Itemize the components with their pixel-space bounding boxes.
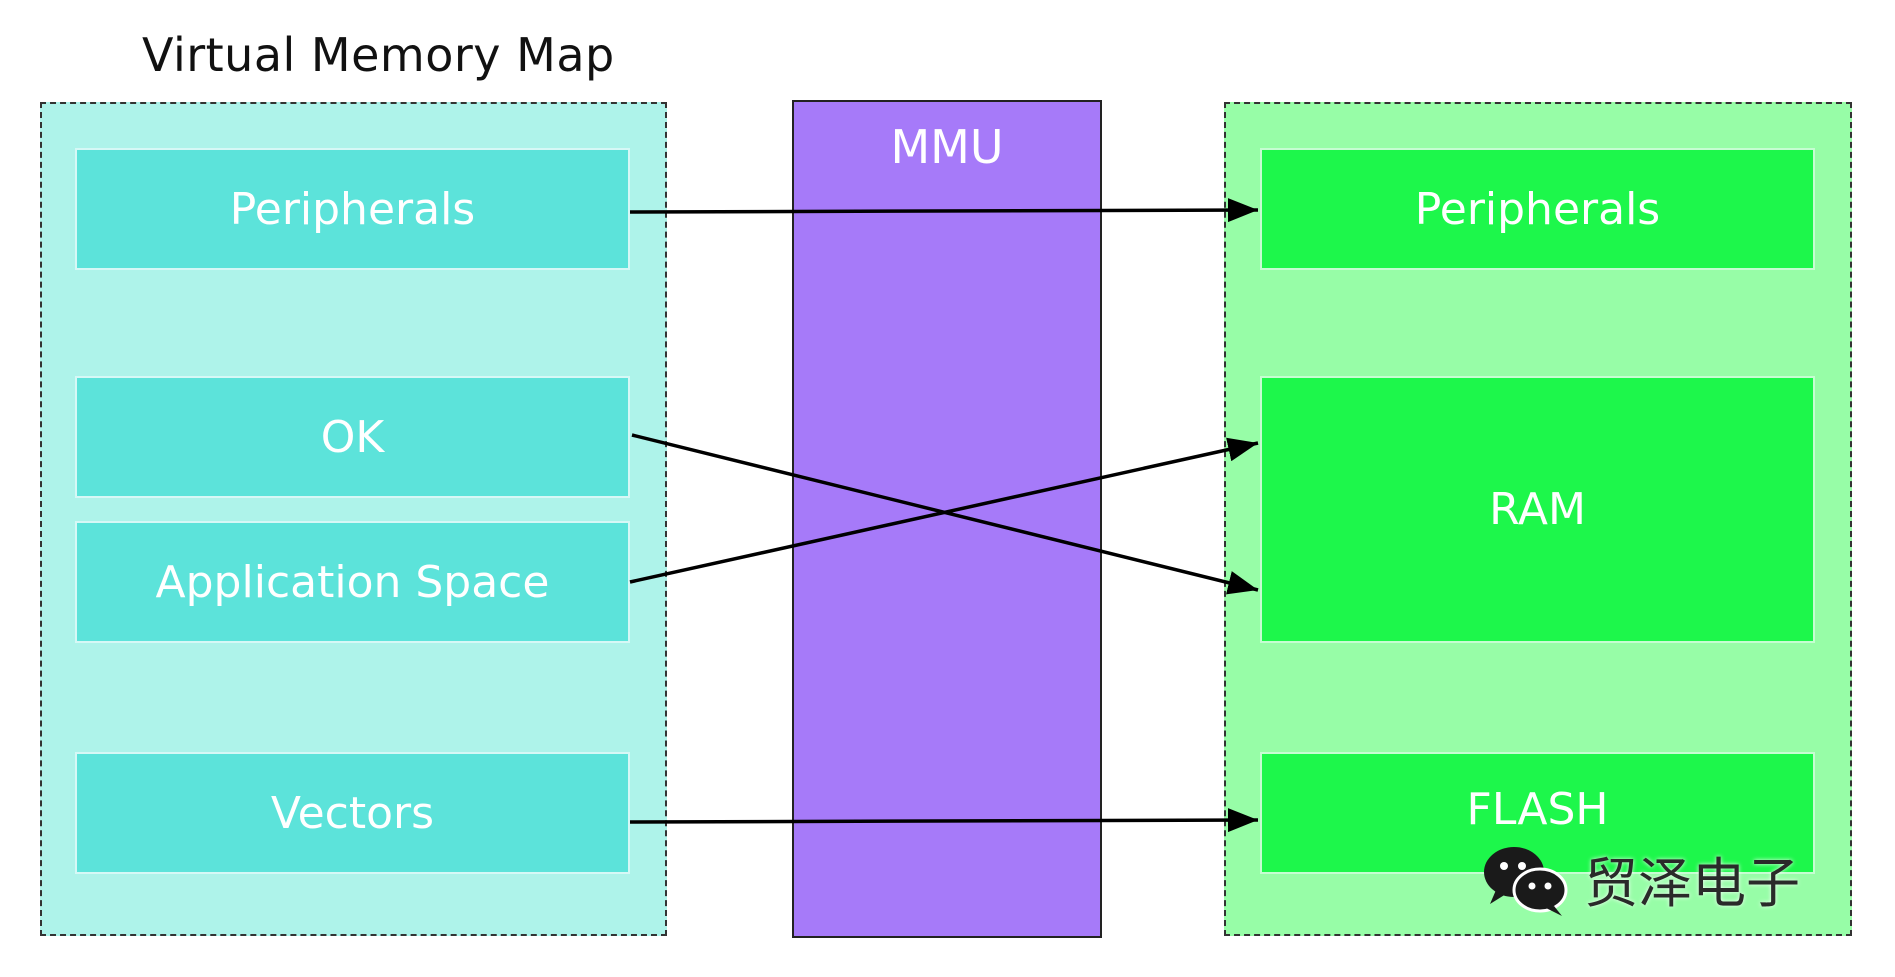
arrow-application-space-to-ram	[629, 437, 1259, 584]
virtual-block-vectors: Vectors	[75, 752, 630, 874]
physical-block-ram: RAM	[1260, 376, 1815, 643]
diagram-title: Virtual Memory Map	[142, 28, 615, 82]
wechat-icon	[1484, 847, 1568, 916]
virtual-block-label: Peripherals	[229, 183, 476, 235]
watermark-text: 贸泽电子	[1584, 851, 1800, 915]
physical-block-flash: FLASH	[1260, 752, 1815, 874]
physical-block-label: RAM	[1489, 484, 1586, 535]
mmu-label: MMU	[890, 120, 1004, 174]
virtual-block-label: OK	[320, 411, 385, 463]
virtual-block-peripherals: Peripherals	[75, 148, 630, 270]
arrow-vectors-to-flash	[629, 808, 1259, 833]
physical-block-label: FLASH	[1466, 784, 1609, 835]
physical-block-label: Peripherals	[1414, 183, 1661, 235]
physical-block-peripherals: Peripherals	[1260, 148, 1815, 270]
virtual-block-ok: OK	[75, 376, 630, 498]
virtual-block-application-space: Application Space	[75, 521, 630, 643]
virtual-block-label: Application Space	[155, 556, 550, 608]
arrow-peripherals-to-peripherals	[629, 198, 1259, 223]
mmu-column: MMU	[792, 100, 1102, 938]
virtual-block-label: Vectors	[270, 787, 435, 839]
watermark: 贸泽电子	[1476, 838, 1836, 918]
